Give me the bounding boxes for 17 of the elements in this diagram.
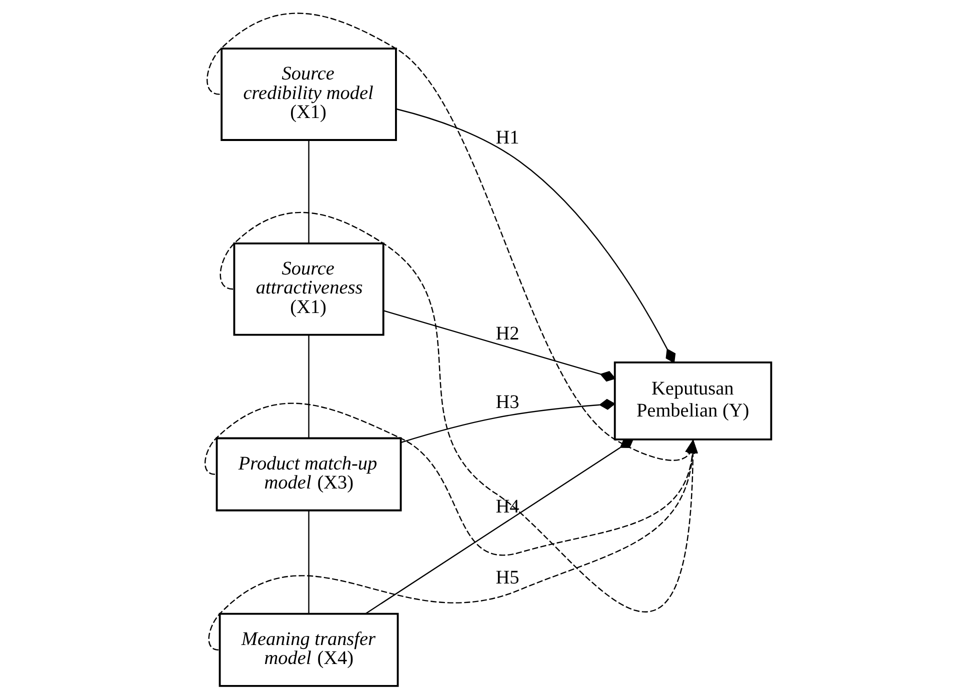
node-box: Meaning transfer model (X4) xyxy=(218,612,399,687)
node-box: Source attractiveness (X1) xyxy=(233,242,384,336)
edge-label: H3 xyxy=(496,392,520,413)
connector xyxy=(308,335,310,438)
connector xyxy=(401,398,616,443)
edge-label: H5 xyxy=(496,568,520,589)
node-box: Product match-up model (X3) xyxy=(216,437,402,512)
connector xyxy=(308,140,310,244)
connector xyxy=(383,310,616,382)
edge-label: H2 xyxy=(496,323,520,344)
connector xyxy=(308,510,310,614)
connector xyxy=(396,108,676,364)
node-box: Source credibility model (X1) xyxy=(220,48,397,141)
edge-label: H1 xyxy=(496,127,520,148)
edge-label: H4 xyxy=(496,496,520,518)
node-box: Keputusan Pembelian (Y) xyxy=(614,362,772,440)
connector xyxy=(365,438,634,614)
